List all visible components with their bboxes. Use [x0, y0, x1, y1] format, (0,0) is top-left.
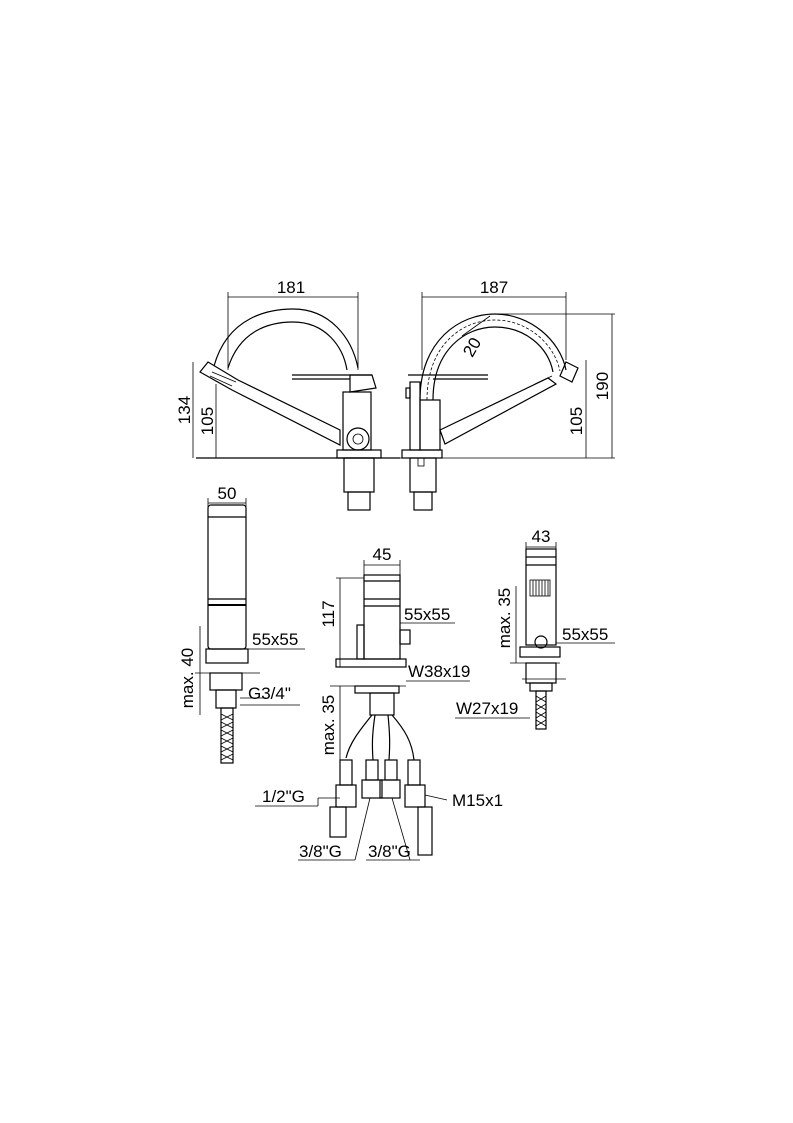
mixer-view: 45 55x55 W38x19 117 max. 35 1/2"G	[255, 545, 503, 861]
handset-thread: G3/4"	[248, 684, 291, 703]
dim-45: 45	[373, 545, 392, 564]
dim-187: 187	[480, 278, 508, 297]
dim-181: 181	[277, 278, 305, 297]
dim-43: 43	[532, 527, 551, 546]
dim-105-left: 105	[198, 407, 217, 435]
hose-mid-left: 3/8"G	[299, 842, 342, 861]
hose-left: 1/2"G	[262, 787, 305, 806]
handset-base: 55x55	[252, 630, 298, 649]
mixer-nut: W38x19	[408, 662, 470, 681]
handset-max: max. 40	[178, 648, 197, 708]
diverter-view: 43 55x55 max. 35 W27x19	[455, 527, 615, 730]
handset-view: 50 55x55 G3/4" max. 40	[178, 484, 305, 764]
diverter-max: max. 35	[495, 588, 514, 648]
diverter-nut: W27x19	[456, 699, 518, 718]
side-view-right: 187 190 20 105	[400, 278, 615, 511]
side-view-left: 181 134 105	[175, 278, 400, 511]
dim-134: 134	[175, 396, 194, 424]
dim-r20: 20	[459, 334, 485, 360]
hose-mid-right: 3/8"G	[368, 842, 411, 861]
dim-50: 50	[218, 484, 237, 503]
hose-right: M15x1	[452, 791, 503, 810]
dim-190: 190	[593, 372, 612, 400]
diverter-base: 55x55	[562, 625, 608, 644]
dim-105-right: 105	[567, 407, 586, 435]
dim-117: 117	[319, 600, 338, 627]
mixer-max: max. 35	[319, 695, 338, 755]
mixer-base: 55x55	[404, 605, 450, 624]
